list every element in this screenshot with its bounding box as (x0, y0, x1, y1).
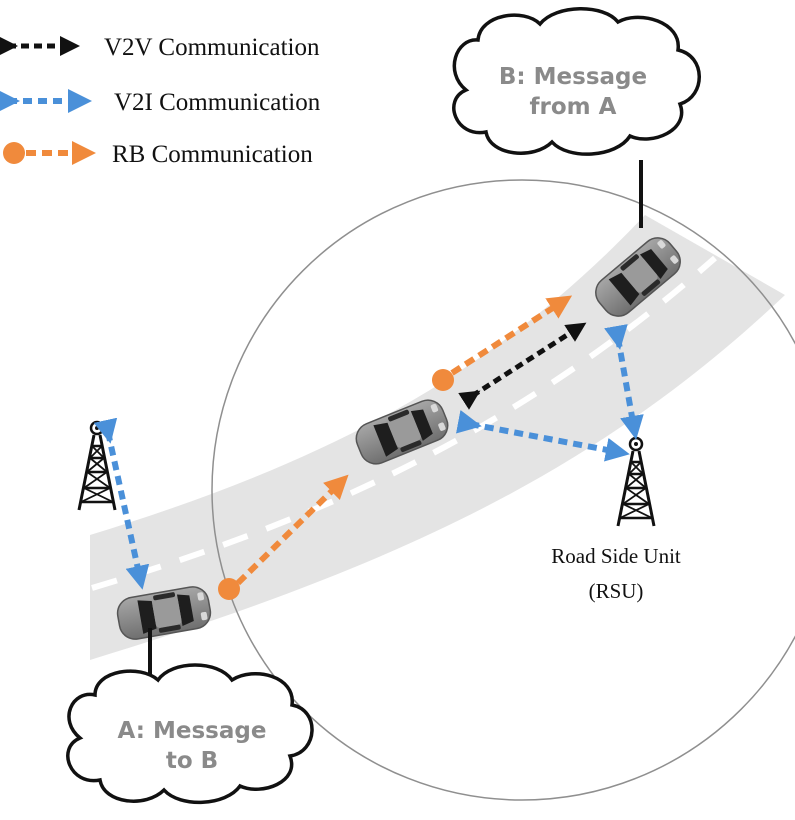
legend-rb-dot (3, 142, 25, 164)
v2i-link-right (604, 324, 644, 440)
v2v-link (458, 322, 587, 410)
rb-link-middle-to-b (450, 295, 573, 376)
cloud-a-text-line1: A: Message (118, 718, 267, 744)
legend-rb-label: RB Communication (112, 141, 313, 168)
cloud-a-shape (66, 663, 314, 804)
rsu-tower-icon (616, 436, 656, 528)
v2i-link-middle (455, 409, 630, 462)
legend-v2v-label: V2V Communication (104, 34, 320, 61)
rb-source-dot-a (218, 578, 240, 600)
rb-link-a-to-middle (235, 474, 349, 586)
legend: V2V Communication V2I Communication RB C… (0, 34, 321, 168)
legend-v2i-label: V2I Communication (114, 89, 321, 116)
rb-source-dot-middle (432, 369, 454, 391)
cloud-b-shape (452, 7, 701, 156)
cloud-b-text-line1: B: Message (499, 64, 647, 90)
rsu-coverage-circle (211, 179, 795, 801)
rsu-label-line1: Road Side Unit (551, 544, 681, 568)
cloud-b-text-line2: from A (530, 94, 617, 120)
rsu-label-line2: (RSU) (589, 579, 644, 603)
v2i-link-left (93, 417, 150, 590)
cloud-a-text-line2: to B (166, 748, 218, 774)
